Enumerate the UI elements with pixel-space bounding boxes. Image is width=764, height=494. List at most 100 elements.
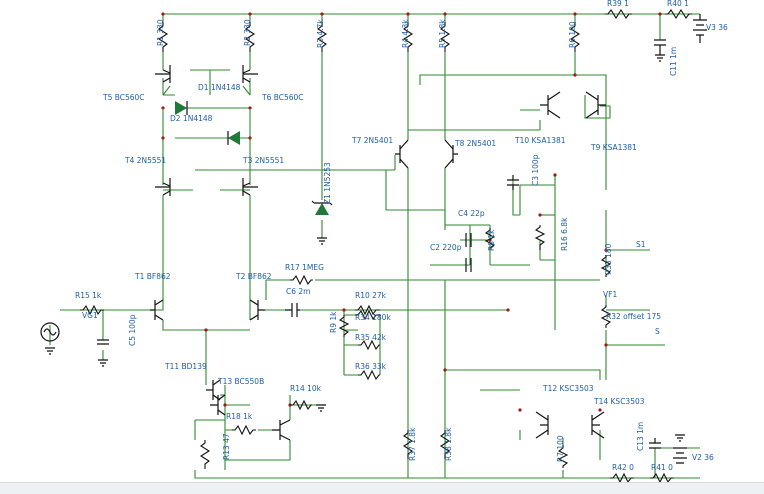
label-t4: T4 2N5551 <box>124 156 166 165</box>
circuit-schematic[interactable]: R1 330 R2 330 R3 4.7k R4 4.3k R5 1.8k R6… <box>0 0 764 484</box>
capacitor-c3 <box>507 175 519 190</box>
label-r8: R8 1k <box>487 229 496 251</box>
resistor-r39 <box>605 8 632 20</box>
resistor-r9 <box>338 315 350 337</box>
transistor-t7 <box>395 139 409 169</box>
label-r5: R5 1.8k <box>438 19 447 48</box>
junctions <box>161 12 662 412</box>
resistor-r5 <box>439 22 451 52</box>
label-c3: C3 100p <box>531 154 540 186</box>
label-t3: T3 2N5551 <box>242 156 284 165</box>
transistor-t3 <box>242 178 258 196</box>
transistor-t2 <box>249 299 265 321</box>
diodes <box>175 101 333 215</box>
label-r17: R17 1MEG <box>285 263 324 272</box>
resistor-r37 <box>402 430 414 459</box>
label-r1: R1 330 <box>156 19 165 46</box>
transistor-t1 <box>150 299 164 321</box>
resistor-r33 <box>600 255 612 277</box>
label-t11: T11 BD139 <box>164 362 207 371</box>
label-r35: R35 42k <box>355 333 387 342</box>
label-t13: T13 BC550B <box>217 377 264 386</box>
label-t14: T14 KSC3503 <box>593 397 645 406</box>
resistor-r1 <box>157 22 169 52</box>
label-v3: V3 36 <box>706 23 728 32</box>
resistor-r10 <box>355 304 380 316</box>
label-t5: T5 BC560C <box>102 93 145 102</box>
label-r36: R36 33k <box>355 362 387 371</box>
label-r7: R7 100 <box>556 435 565 462</box>
label-r16: R16 6.8k <box>560 217 569 251</box>
transistor-t10 <box>540 91 561 119</box>
label-r15: R15 1k <box>75 291 102 300</box>
label-c2: C2 220p <box>430 243 462 252</box>
resistor-r32 <box>600 305 612 328</box>
ground-symbols <box>45 54 685 442</box>
label-r32: R32 offset 175 <box>606 312 661 321</box>
sources <box>40 14 707 464</box>
label-r39: R39 1 <box>607 0 629 8</box>
label-r34: R34 180k <box>355 313 391 322</box>
label-r42: R42 0 <box>612 463 634 472</box>
resistor-r38 <box>439 430 451 459</box>
transistor-t11 <box>206 379 221 401</box>
labels: R1 330 R2 330 R3 4.7k R4 4.3k R5 1.8k R6… <box>75 0 728 472</box>
label-t2: T2 BF862 <box>235 272 272 281</box>
transistor-t14 <box>591 411 605 439</box>
capacitor-c11 <box>654 39 666 55</box>
zener-z1 <box>311 200 333 215</box>
label-r4: R4 4.3k <box>401 19 410 48</box>
diode-d1 <box>227 131 240 145</box>
resistor-r14 <box>290 399 312 411</box>
label-v2: V2 36 <box>692 453 714 462</box>
transistor-t12 <box>535 411 549 439</box>
capacitor-c4 <box>465 233 472 247</box>
label-r2: R2 330 <box>243 19 252 46</box>
transistor-t4 <box>155 178 171 196</box>
label-t10: T10 KSA1381 <box>514 136 566 145</box>
capacitor-c13 <box>649 438 661 449</box>
resistor-r40 <box>665 8 692 20</box>
signal-source-vg1 <box>40 322 60 342</box>
resistor-r34 <box>355 309 380 321</box>
transistor-t13 <box>210 394 226 416</box>
diode-d2 <box>175 101 188 115</box>
label-r6: R6 100 <box>568 21 577 48</box>
label-t8: T8 2N5401 <box>454 139 496 148</box>
battery-v3 <box>693 14 707 43</box>
label-r41: R41 0 <box>651 463 673 472</box>
resistor-r8 <box>484 228 496 250</box>
resistor-r41 <box>650 472 674 484</box>
resistor-r18 <box>232 424 256 436</box>
wires <box>49 13 700 479</box>
label-r40: R40 1 <box>667 0 689 8</box>
label-t9: T9 KSA1381 <box>590 143 637 152</box>
transistor-t6 <box>242 65 258 83</box>
label-t1: T1 BF862 <box>134 272 171 281</box>
label-t6: T6 BC560C <box>261 93 304 102</box>
label-r10: R10 27k <box>355 291 387 300</box>
resistor-r42 <box>610 472 634 484</box>
resistor-r2 <box>244 22 256 52</box>
label-s: S <box>655 327 660 336</box>
resistor-r6 <box>569 22 581 52</box>
status-bar <box>0 482 764 494</box>
transistor-t9 <box>585 91 606 119</box>
label-r9: R9 1k <box>329 311 338 333</box>
label-c5: C5 100p <box>128 314 137 346</box>
capacitor-c2 <box>465 258 472 272</box>
label-r18: R18 1k <box>226 412 253 421</box>
label-c11: C11 1m <box>669 47 678 76</box>
label-vf1: VF1 <box>603 290 617 299</box>
resistor-r15 <box>80 304 104 316</box>
label-d1: D1 1N4148 <box>198 83 241 92</box>
label-r3: R3 4.7k <box>316 19 325 48</box>
capacitors <box>97 39 666 449</box>
capacitor-c5 <box>97 339 109 345</box>
resistor-r13 <box>199 440 211 469</box>
resistor-r4 <box>402 22 414 52</box>
resistor-r7 <box>557 445 569 468</box>
resistor-r35 <box>358 339 380 351</box>
label-r33: R33 180 <box>604 243 613 275</box>
